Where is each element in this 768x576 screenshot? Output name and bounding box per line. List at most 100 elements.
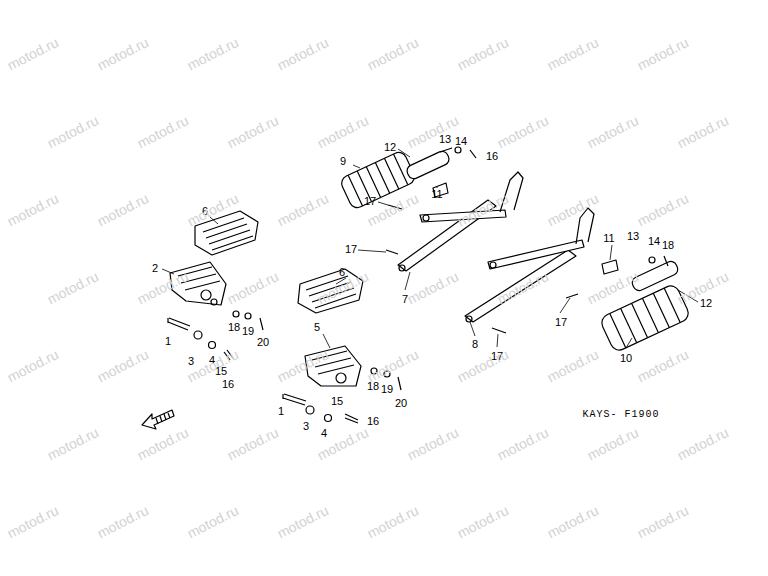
watermark: motod.ru: [585, 425, 641, 463]
callout-number: 12: [384, 142, 396, 153]
watermark: motod.ru: [5, 191, 61, 229]
bolt: [440, 148, 452, 152]
callout-number: 9: [340, 156, 346, 167]
callout-number: 15: [331, 396, 343, 407]
direction-arrow: [142, 410, 174, 429]
watermark: motod.ru: [675, 425, 731, 463]
watermark: motod.ru: [365, 503, 421, 541]
callout-number: 17: [555, 317, 567, 328]
callout-number: 11: [431, 189, 442, 200]
watermark: motod.ru: [495, 269, 551, 307]
watermark: motod.ru: [185, 35, 241, 73]
callout-number: 18: [228, 322, 240, 333]
watermark: motod.ru: [185, 503, 241, 541]
watermark: motod.ru: [635, 35, 691, 73]
washer: [245, 313, 251, 319]
watermark: motod.ru: [45, 113, 101, 151]
pin: [283, 394, 306, 405]
pin: [405, 149, 451, 180]
watermark: motod.ru: [585, 269, 641, 307]
callout-number: 18: [662, 240, 674, 251]
step-bar: [398, 172, 523, 271]
washer: [455, 147, 461, 153]
callout-number: 16: [486, 151, 498, 162]
watermark: motod.ru: [675, 113, 731, 151]
watermark: motod.ru: [365, 35, 421, 73]
watermark: motod.ru: [5, 503, 61, 541]
watermark: motod.ru: [95, 347, 151, 385]
callout-number: 20: [395, 398, 407, 409]
watermark: motod.ru: [545, 347, 601, 385]
watermark: motod.ru: [225, 425, 281, 463]
callout-number: 4: [321, 428, 327, 439]
callout-number: 13: [627, 231, 639, 242]
watermark: motod.ru: [455, 35, 511, 73]
watermark: motod.ru: [95, 191, 151, 229]
callout-number: 17: [364, 196, 376, 207]
watermark: motod.ru: [545, 503, 601, 541]
watermark: motod.ru: [275, 503, 331, 541]
watermark: motod.ru: [275, 35, 331, 73]
washer: [194, 331, 202, 339]
washer: [649, 257, 655, 263]
watermark: motod.ru: [635, 191, 691, 229]
step-bar: [465, 208, 594, 322]
bolt: [260, 318, 263, 330]
watermark: motod.ru: [315, 113, 371, 151]
callout-number: 17: [345, 244, 357, 255]
callout-number: 2: [152, 263, 158, 274]
watermark: motod.ru: [365, 347, 421, 385]
watermark: motod.ru: [5, 347, 61, 385]
callout-number: 8: [472, 339, 478, 350]
watermark: motod.ru: [275, 191, 331, 229]
watermark: motod.ru: [405, 425, 461, 463]
watermark: motod.ru: [95, 35, 151, 73]
watermark: motod.ru: [585, 113, 641, 151]
watermark: motod.ru: [225, 113, 281, 151]
callout-number: 16: [222, 379, 234, 390]
leader-lines: [162, 149, 698, 348]
watermark: motod.ru: [455, 347, 511, 385]
callout-number: 6: [339, 267, 345, 278]
callout-number: 19: [242, 326, 254, 337]
washer: [233, 311, 239, 317]
watermark: motod.ru: [95, 503, 151, 541]
watermark: motod.ru: [225, 269, 281, 307]
pin: [168, 318, 190, 330]
watermark: motod.ru: [495, 425, 551, 463]
callout-number: 10: [620, 353, 632, 364]
watermark: motod.ru: [635, 347, 691, 385]
watermark: motod.ru: [45, 269, 101, 307]
callout-number: 3: [188, 356, 194, 367]
callout-number: 14: [648, 236, 660, 247]
bolt: [398, 377, 401, 390]
callout-number: 3: [303, 421, 309, 432]
callout-number: 11: [603, 233, 614, 244]
watermark: motod.ru: [45, 425, 101, 463]
watermark: motod.ru: [495, 113, 551, 151]
callout-number: 20: [257, 337, 269, 348]
watermark: motod.ru: [135, 425, 191, 463]
watermark: motod.ru: [405, 113, 461, 151]
cotter-pin: [664, 256, 668, 266]
washer: [602, 260, 618, 274]
cotter-pin: [470, 150, 476, 158]
washer: [209, 342, 216, 349]
diagram-code: KAYS- F1900: [582, 410, 659, 420]
watermark: motod.ru: [545, 35, 601, 73]
watermark: motod.ru: [635, 503, 691, 541]
callout-number: 1: [165, 336, 171, 347]
callout-number: 5: [314, 322, 320, 333]
watermark: motod.ru: [405, 269, 461, 307]
callout-number: 1: [278, 406, 284, 417]
watermark: motod.ru: [135, 113, 191, 151]
callout-number: 16: [367, 416, 379, 427]
cotter-pin: [345, 414, 358, 423]
washer: [325, 415, 332, 422]
watermark: motod.ru: [5, 35, 61, 73]
watermark: motod.ru: [455, 503, 511, 541]
callout-number: 14: [455, 136, 467, 147]
washer: [306, 406, 314, 414]
